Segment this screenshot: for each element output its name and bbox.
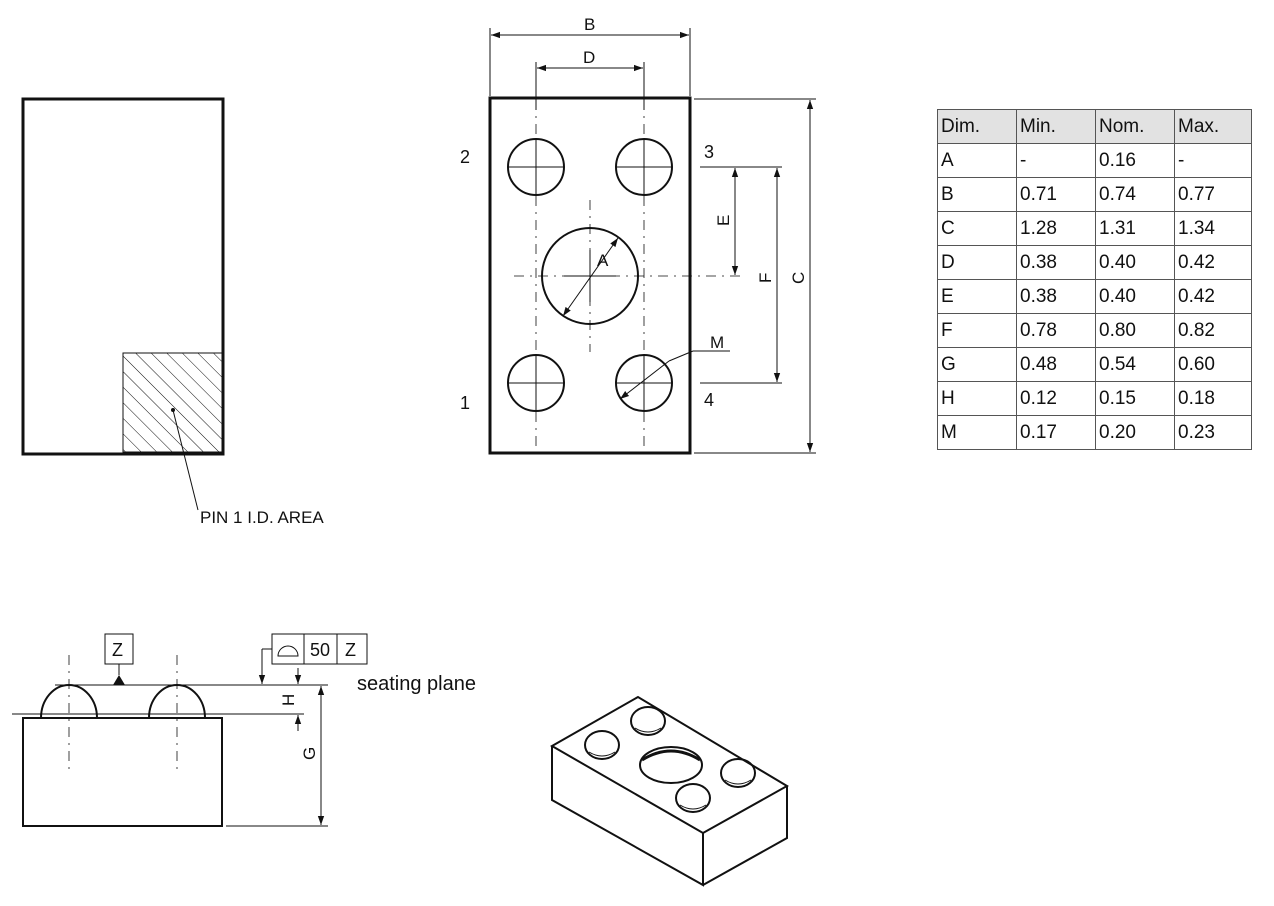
table-row: A - 0.16 - [937,143,1252,178]
datum-triangle [113,675,125,685]
ball-pad-4 [615,354,673,412]
table-cell: H [937,381,1017,416]
table-cell: F [937,313,1017,348]
tolerance-datum: Z [345,640,356,660]
header-nom: Nom. [1095,109,1175,144]
table-cell: 1.34 [1174,211,1252,246]
dimension-table: Dim. Min. Nom. Max. A - 0.16 - B 0.71 0.… [937,109,1252,450]
header-dim: Dim. [937,109,1017,144]
isometric-view [549,695,789,887]
table-cell: 1.31 [1095,211,1175,246]
ball-pad-1 [507,354,565,412]
table-cell: 0.71 [1016,177,1096,212]
side-view: Z 50 Z seating plane H G [12,633,476,827]
table-cell: M [937,415,1017,450]
solder-ball-left [40,684,98,719]
table-header-row: Dim. Min. Nom. Max. [937,109,1252,144]
table-cell: 0.80 [1095,313,1175,348]
table-cell: 0.82 [1174,313,1252,348]
solder-ball-right [148,684,206,719]
table-row: G 0.48 0.54 0.60 [937,347,1252,382]
table-cell: 0.60 [1174,347,1252,382]
iso-center-pad [639,746,703,784]
table-cell: 0.16 [1095,143,1175,178]
table-cell: - [1174,143,1252,178]
dim-a-line [562,237,619,317]
table-row: F 0.78 0.80 0.82 [937,313,1252,348]
dim-g-label: G [300,747,319,760]
pin-label-2: 2 [460,147,470,167]
iso-right-face [702,786,788,886]
ball-pad-2 [507,138,565,196]
pin1-id-label: PIN 1 I.D. AREA [200,508,324,527]
package-outline-top [21,97,225,456]
table-cell: A [937,143,1017,178]
pin1-leader-dot [171,408,175,412]
table-row: D 0.38 0.40 0.42 [937,245,1252,280]
table-row: H 0.12 0.15 0.18 [937,381,1252,416]
table-cell: 0.77 [1174,177,1252,212]
ball-pad-3 [615,138,673,196]
bottom-view: 1 2 3 4 B D C F E A M [460,15,816,455]
table-row: M 0.17 0.20 0.23 [937,415,1252,450]
dim-e-label: E [714,215,733,226]
table-cell: C [937,211,1017,246]
pin-label-4: 4 [704,390,714,410]
table-cell: 1.28 [1016,211,1096,246]
table-cell: D [937,245,1017,280]
dim-m-line [619,360,670,400]
pin-label-1: 1 [460,393,470,413]
pin-label-3: 3 [704,142,714,162]
iso-balls [584,706,756,813]
table-cell: 0.40 [1095,279,1175,314]
table-cell: E [937,279,1017,314]
profile-surface-icon [277,645,299,657]
seating-plane-label: seating plane [357,673,476,695]
table-row: B 0.71 0.74 0.77 [937,177,1252,212]
datum-z-label: Z [112,640,123,660]
iso-left-face [551,746,704,887]
dim-a-label: A [597,251,609,270]
table-cell: B [937,177,1017,212]
table-cell: 0.42 [1174,245,1252,280]
top-view: PIN 1 I.D. AREA [21,97,324,527]
table-cell: 0.20 [1095,415,1175,450]
table-cell: 0.78 [1016,313,1096,348]
package-outline-bottom [488,96,692,455]
table-cell: 0.17 [1016,415,1096,450]
dim-h-label: H [279,694,298,706]
table-cell: - [1016,143,1096,178]
table-cell: 0.15 [1095,381,1175,416]
dim-b-label: B [584,15,595,34]
table-cell: G [937,347,1017,382]
table-row: C 1.28 1.31 1.34 [937,211,1252,246]
dim-m-label: M [710,333,724,352]
table-cell: 0.18 [1174,381,1252,416]
table-cell: 0.23 [1174,415,1252,450]
pin1-id-area [122,352,223,453]
table-cell: 0.48 [1016,347,1096,382]
pin1-leader [172,409,199,511]
header-max: Max. [1174,109,1252,144]
table-cell: 0.40 [1095,245,1175,280]
dim-d-label: D [583,48,595,67]
header-min: Min. [1016,109,1096,144]
table-cell: 0.38 [1016,279,1096,314]
table-row: E 0.38 0.40 0.42 [937,279,1252,314]
dim-c-label: C [789,272,808,284]
dim-f-label: F [756,273,775,283]
table-cell: 0.38 [1016,245,1096,280]
table-cell: 0.54 [1095,347,1175,382]
table-cell: 0.12 [1016,381,1096,416]
tolerance-value: 50 [310,640,330,660]
table-cell: 0.74 [1095,177,1175,212]
table-cell: 0.42 [1174,279,1252,314]
package-body-side [22,717,223,827]
